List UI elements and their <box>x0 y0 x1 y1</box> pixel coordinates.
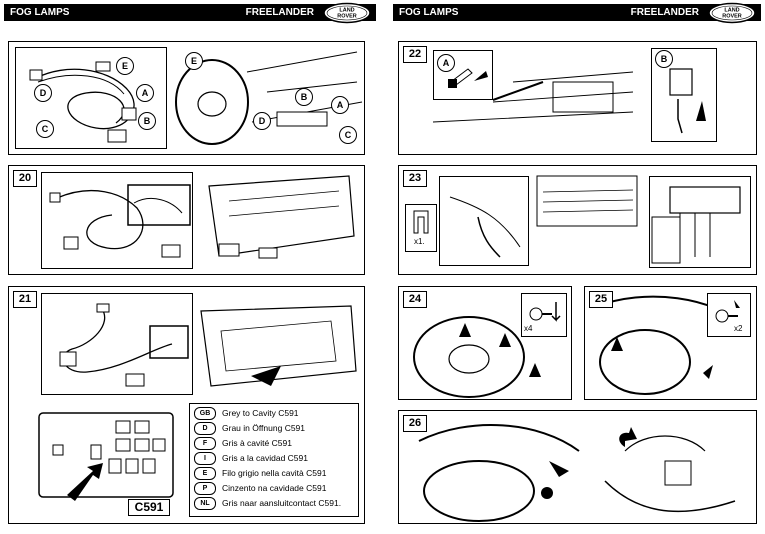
connector-closeup-drawing <box>651 186 741 264</box>
logo-line2: ROVER <box>722 14 742 20</box>
step-number: 23 <box>403 170 427 187</box>
right-header-title: FOG LAMPS <box>399 7 459 18</box>
legend-code: E <box>194 467 216 481</box>
land-rover-logo: LAND ROVER <box>708 2 756 24</box>
step-22-panel: 22 A B <box>398 41 757 155</box>
logo-line2: ROVER <box>337 14 357 20</box>
legend-text: Filo grigio nella cavità C591 <box>222 468 327 478</box>
callout-a: A <box>437 54 455 72</box>
legend-text: Grau in Öffnung C591 <box>222 423 306 433</box>
step-24-panel: 24 x4 <box>398 286 572 400</box>
legend-row-e: E Filo grigio nella cavità C591 <box>194 466 327 481</box>
callout-b: B <box>655 50 673 68</box>
connector-closeup-box <box>649 176 751 268</box>
legend-code: NL <box>194 497 216 511</box>
harness-drawing-box <box>41 293 193 395</box>
left-header-title: FOG LAMPS <box>10 7 70 18</box>
legend-row-i: I Gris a la cavidad C591 <box>194 451 308 466</box>
step-number: 22 <box>403 46 427 63</box>
callout-b-dash: B <box>295 88 313 106</box>
step-number: 21 <box>13 291 37 308</box>
legend-row-d: D Grau in Öffnung C591 <box>194 421 306 436</box>
lower-cowl-drawing <box>604 427 736 513</box>
callout-e-dash: E <box>185 52 203 70</box>
harness-drawing <box>49 184 191 258</box>
step-23-panel: 23 x1. <box>398 165 757 275</box>
legend-code: D <box>194 422 216 436</box>
legend-text: Cinzento na cavidade C591 <box>222 483 327 493</box>
logo-line1: LAND <box>724 8 739 14</box>
step-19-panel: E A D B C E B A D C <box>8 41 365 155</box>
clip-quantity: x1. <box>414 237 425 246</box>
legend-text: Gris naar aansluitcontact C591. <box>222 498 342 508</box>
callout-a-dash: A <box>331 96 349 114</box>
legend-row-p: P Cinzento na cavidade C591 <box>194 481 327 496</box>
step-26-panel: 26 <box>398 410 757 524</box>
step-25-panel: 25 x2 <box>584 286 757 400</box>
screw-quantity: x4 <box>524 324 533 333</box>
callout-c-dash: C <box>339 126 357 144</box>
legend-code: GB <box>194 407 216 421</box>
step-number: 26 <box>403 415 427 432</box>
clip-fitting-box <box>439 176 529 266</box>
legend-row-f: F Gris à cavité C591 <box>194 436 292 451</box>
steering-column-cowl-drawing <box>418 423 580 522</box>
step-20-panel: 20 <box>8 165 365 275</box>
harness-overview-drawing: E A D B C <box>15 47 167 149</box>
land-rover-logo: LAND ROVER <box>323 2 371 24</box>
legend-code: F <box>194 437 216 451</box>
legend-row-nl: NL Gris naar aansluitcontact C591. <box>194 496 342 511</box>
steering-cowl-drawing <box>413 316 541 398</box>
legend-text: Grey to Cavity C591 <box>222 408 299 418</box>
connector-drawing <box>669 68 706 134</box>
screw-detail-box: x2 <box>707 293 751 337</box>
clip-fitting-drawing <box>449 196 521 258</box>
left-header-bar: FOG LAMPS FREELANDER LAND ROVER <box>4 2 376 24</box>
dashboard-drawing <box>175 51 363 145</box>
harness-drawing <box>59 303 189 387</box>
step-number: 24 <box>403 291 427 308</box>
callout-e: E <box>116 57 134 75</box>
legend-code: P <box>194 482 216 496</box>
screw-icon <box>715 300 740 323</box>
right-header-model: FREELANDER <box>630 7 699 18</box>
callout-d: D <box>34 84 52 102</box>
callout-a: A <box>136 84 154 102</box>
legend-code: I <box>194 452 216 466</box>
callout-c: C <box>36 120 54 138</box>
left-header-model: FREELANDER <box>245 7 314 18</box>
clip-detail-box: x1. <box>405 204 437 252</box>
legend-text: Gris a la cavidad C591 <box>222 453 308 463</box>
bolt-drawing <box>448 68 488 88</box>
connector-c591-label: C591 <box>128 499 170 516</box>
legend-row-gb: GB Grey to Cavity C591 <box>194 406 299 421</box>
legend-text: Gris à cavité C591 <box>222 438 292 448</box>
clip-drawing <box>413 210 429 234</box>
right-header-bar: FOG LAMPS FREELANDER LAND ROVER <box>393 2 761 24</box>
fuse-panel-drawing <box>536 175 638 227</box>
callout-d-dash: D <box>253 112 271 130</box>
screw-icon <box>529 302 561 322</box>
harness-drawing-box <box>41 172 193 269</box>
step-number: 25 <box>589 291 613 308</box>
logo-line1: LAND <box>339 8 354 14</box>
harness-drawing <box>29 61 137 143</box>
colour-legend: GB Grey to Cavity C591 D Grau in Öffnung C… <box>189 403 359 517</box>
step-21-panel: 21 C591 GB Grey to Cavity C591 D Grau in Ö… <box>8 286 365 524</box>
screw-quantity: x2 <box>734 324 743 333</box>
glovebox-open-drawing <box>200 305 357 387</box>
footwell-drawing <box>433 71 633 123</box>
step-number: 20 <box>13 170 37 187</box>
glovebox-drawing <box>208 175 355 259</box>
screw-detail-box: x4 <box>521 293 567 337</box>
fuse-box-drawing <box>38 412 174 501</box>
callout-b: B <box>138 112 156 130</box>
